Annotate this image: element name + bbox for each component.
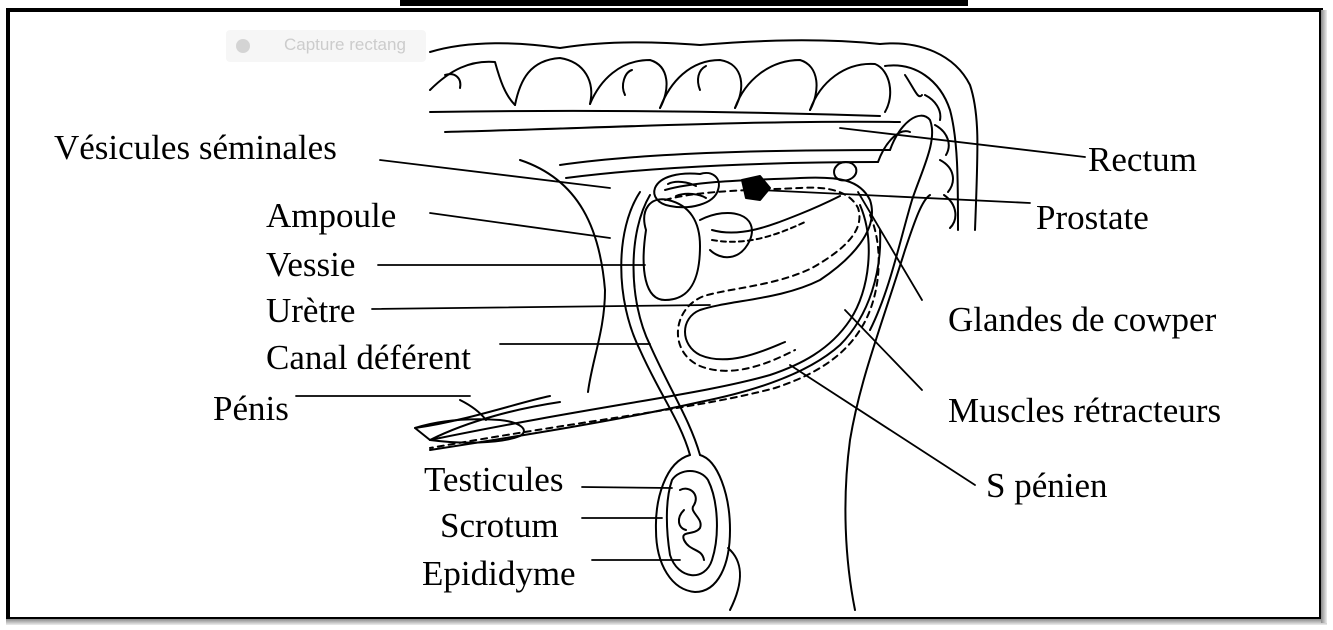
label-vessie: Vessie [266,247,355,282]
capture-dot-icon [236,39,250,53]
label-uretre: Urètre [266,293,355,328]
vertebrae-outline [430,40,977,330]
label-vesicules-seminales: Vésicules séminales [54,130,337,165]
label-epididyme: Epididyme [422,556,576,591]
label-s-penien: S pénien [986,468,1108,503]
capture-overlay: Capture rectang [226,30,426,62]
capture-hint-text: Capture rectang [284,35,406,55]
label-glandes-de-cowper: Glandes de cowper [948,302,1216,337]
label-scrotum: Scrotum [440,508,559,543]
urethra-tubes [430,178,880,455]
glands [654,162,856,207]
label-testicules: Testicules [424,462,563,497]
label-rectum: Rectum [1088,142,1197,177]
label-muscles-retracteurs: Muscles rétracteurs [948,393,1221,428]
label-prostate: Prostate [1036,200,1149,235]
bladder-outline [644,199,752,300]
testis-outline [656,455,730,592]
label-canal-deferent: Canal déférent [266,340,471,375]
label-ampoule: Ampoule [266,198,396,233]
label-penis: Pénis [213,391,289,426]
